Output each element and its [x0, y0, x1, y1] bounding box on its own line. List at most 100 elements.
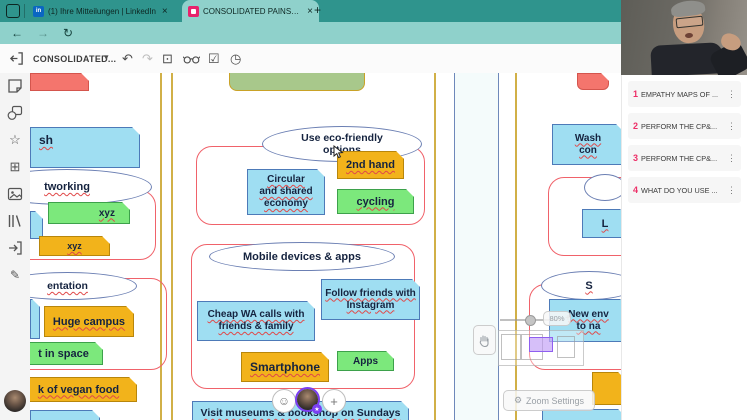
tab-switcher-icon[interactable] [6, 4, 20, 18]
outline-item-label: PERFORM THE CP&... [641, 121, 718, 131]
exit-mural-icon[interactable] [9, 51, 24, 66]
note-xyz-green[interactable]: xyz [48, 202, 130, 224]
voting-icon[interactable]: ☑ [208, 51, 220, 66]
browser-tab-mural[interactable]: CONSOLIDATED PAINS & GAINS × [182, 0, 319, 22]
outline-frame-icon[interactable]: ⊡ [162, 51, 173, 66]
webcam-video-overlay[interactable] [621, 0, 747, 75]
pan-hand-button[interactable] [473, 325, 496, 355]
frameworks-grid-icon[interactable]: ⊞ [9, 159, 21, 174]
note-fragment-blue[interactable] [30, 410, 100, 420]
note-smartphone[interactable]: Smartphone [241, 352, 329, 382]
outline-item-label: WHAT DO YOU USE ... [641, 185, 718, 195]
zoom-settings-button[interactable]: ⚙ Zoom Settings [503, 390, 595, 411]
note-text: Huge campus [52, 315, 126, 328]
new-tab-button[interactable]: + [314, 3, 322, 17]
minimap-frame [557, 336, 575, 358]
tools-sidebar: ☆ ⊞ ✎ [0, 73, 31, 420]
private-mode-glasses-icon[interactable] [183, 54, 200, 65]
note-text: 2nd hand [346, 159, 395, 171]
add-reaction-button[interactable]: + [322, 389, 346, 413]
minimap-viewport[interactable] [529, 337, 553, 352]
outline-item-number: 3 [633, 153, 639, 163]
timer-icon[interactable]: ◷ [230, 51, 242, 66]
note-second-hand[interactable]: 2nd hand [337, 151, 404, 179]
mouse-cursor [333, 145, 344, 159]
browser-tab-linkedin[interactable]: in (1) Ihre Mitteilungen | LinkedIn × [27, 0, 192, 22]
undo-icon[interactable]: ↶ [122, 51, 133, 66]
tab-label: (1) Ihre Mitteilungen | LinkedIn [48, 6, 156, 16]
ellipse-mobile-devices[interactable]: Mobile devices & apps [209, 242, 395, 271]
back-icon[interactable]: ← [11, 26, 23, 40]
tall-blue-shape[interactable] [454, 73, 499, 420]
mural-canvas[interactable]: tworking entation Use eco-friendly optio… [30, 73, 621, 420]
ellipse-label: tworking [44, 181, 90, 193]
note-huge-campus[interactable]: Huge campus [44, 306, 134, 337]
outline-item-4[interactable]: 4 WHAT DO YOU USE ... ⋮ [628, 177, 741, 203]
note-cycling[interactable]: cycling [337, 189, 414, 214]
note-follow-instagram[interactable]: Follow friends with Instagram [321, 279, 420, 320]
linkedin-favicon: in [33, 5, 44, 17]
chevron-down-icon[interactable]: ▾ [104, 52, 109, 62]
outline-item-1[interactable]: 1 EMPATHY MAPS OF ... ⋮ [628, 81, 741, 107]
outline-item-menu-icon[interactable]: ⋮ [727, 88, 736, 99]
note-fragment-orange[interactable] [592, 372, 621, 405]
tab-close-icon[interactable]: × [307, 5, 313, 17]
image-icon[interactable] [7, 186, 23, 202]
forward-icon[interactable]: → [37, 26, 49, 40]
note-xyz-orange[interactable]: xyz [39, 236, 110, 256]
note-l[interactable]: L [582, 209, 621, 238]
redo-icon[interactable]: ↷ [142, 51, 153, 66]
note-text: Wash con [574, 132, 602, 156]
ellipse-s[interactable]: S [541, 271, 621, 300]
mural-title[interactable]: CONSOLIDATED... [33, 54, 117, 64]
note-cheap-calls[interactable]: Cheap WA calls with friends & family [197, 301, 315, 341]
import-files-icon[interactable] [7, 240, 23, 256]
star-icon[interactable]: ☆ [9, 132, 21, 147]
zoom-settings-label: Zoom Settings [526, 395, 585, 406]
library-icon[interactable] [7, 213, 23, 229]
minimap[interactable] [498, 330, 584, 366]
emoji-reaction-button[interactable]: ☺ [272, 389, 296, 413]
ellipse-presentation[interactable]: entation [30, 272, 137, 300]
outline-item-menu-icon[interactable]: ⋮ [727, 152, 736, 163]
note-vegan-food[interactable]: k of vegan food [30, 377, 137, 402]
outline-item-label: PERFORM THE CP&... [641, 153, 718, 163]
note-text: cycling [356, 195, 395, 208]
ellipse-label: entation [47, 280, 88, 292]
draw-pencil-icon[interactable]: ✎ [9, 268, 21, 282]
zoom-level-chip: 80% [543, 311, 571, 326]
note-text: Cheap WA calls with friends & family [207, 309, 305, 332]
outline-item-menu-icon[interactable]: ⋮ [727, 184, 736, 195]
reload-icon[interactable]: ↻ [63, 26, 74, 40]
shapes-icon[interactable] [7, 105, 23, 121]
note-in-space[interactable]: t in space [30, 342, 103, 365]
frame-title-shape[interactable] [229, 73, 365, 91]
note-text: Follow friends with Instagram [325, 287, 416, 311]
browser-tab-bar: in (1) Ihre Mitteilungen | LinkedIn × CO… [0, 0, 747, 22]
ellipse-right-small[interactable] [584, 174, 621, 201]
note-apps[interactable]: Apps [337, 351, 394, 371]
tab-close-icon[interactable]: × [161, 5, 168, 17]
sticky-note-icon[interactable] [7, 78, 23, 94]
outline-item-number: 1 [633, 89, 639, 99]
participant-avatar-bottom-left[interactable] [4, 390, 26, 412]
note-sh[interactable]: sh [30, 127, 140, 168]
frame-border-gold [171, 73, 173, 420]
tab-divider [24, 4, 25, 18]
outline-item-menu-icon[interactable]: ⋮ [727, 120, 736, 131]
ellipse-label: S [585, 279, 593, 292]
outline-item-2[interactable]: 2 PERFORM THE CP&... ⋮ [628, 113, 741, 139]
note-circular-economy[interactable]: Circular and shared economy [247, 169, 325, 215]
note-text: sh [39, 133, 54, 147]
hand-icon [479, 334, 489, 347]
participant-avatar[interactable]: ★ [295, 387, 322, 414]
note-wash[interactable]: Wash con [552, 124, 621, 165]
note-text: Apps [353, 355, 378, 367]
note-text: k of vegan food [37, 383, 120, 396]
outline-item-3[interactable]: 3 PERFORM THE CP&... ⋮ [628, 145, 741, 171]
note-fragment-red[interactable] [30, 73, 89, 91]
zoom-level: 80% [549, 314, 565, 323]
zoom-slider-knob[interactable] [525, 315, 536, 326]
cluster-container-right-top[interactable] [548, 177, 621, 256]
note-fragment-red[interactable] [577, 73, 609, 90]
